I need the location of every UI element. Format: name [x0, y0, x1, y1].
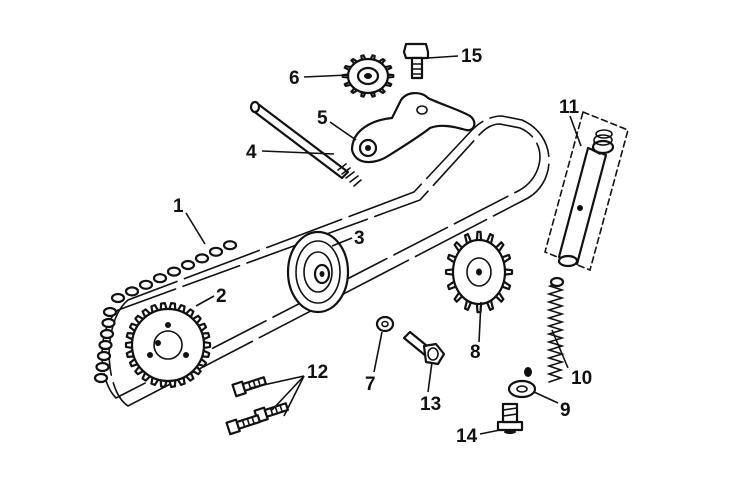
tensioner-cartridge	[544, 110, 629, 272]
tensioner-spring	[524, 276, 565, 383]
chain-link	[101, 317, 116, 329]
tensioner-plug	[496, 402, 524, 434]
chain-guide-roller	[286, 230, 350, 314]
leader-13	[427, 361, 433, 393]
chain-link	[208, 246, 224, 257]
sprocket-bolts	[225, 376, 290, 436]
callout-10: 10	[571, 368, 592, 389]
leader-12a	[249, 375, 305, 389]
callout-15: 15	[461, 46, 483, 67]
leader-2	[195, 295, 215, 307]
leader-9	[533, 391, 559, 404]
chain-links	[93, 240, 238, 384]
chain-link	[98, 339, 113, 351]
chain-link	[152, 273, 168, 284]
sealing-washer	[507, 379, 537, 399]
chain-link	[194, 253, 210, 264]
leader-7	[373, 331, 383, 373]
leader-12c	[283, 375, 305, 417]
callout-7: 7	[365, 374, 376, 395]
callout-14: 14	[456, 426, 478, 447]
arm-bolt	[402, 42, 430, 80]
tensioner-wheel	[341, 54, 395, 98]
cartridge-cap	[591, 129, 615, 155]
chain-link	[99, 328, 115, 340]
leader-11	[569, 115, 582, 147]
callout-11: 11	[559, 97, 580, 118]
leader-1	[185, 212, 206, 245]
chain-link	[124, 286, 140, 297]
timing-chain	[93, 115, 550, 407]
callout-12: 12	[307, 362, 328, 383]
chain-link	[138, 279, 154, 290]
tensioner-pivot-shaft	[249, 100, 362, 187]
callout-13: 13	[420, 394, 441, 415]
chain-link	[102, 306, 118, 318]
callout-2: 2	[216, 286, 227, 307]
leader-4	[261, 150, 335, 155]
crank-sprocket	[124, 302, 212, 388]
leader-8	[478, 301, 482, 343]
shoulder-bolt	[402, 330, 446, 366]
leader-15	[427, 55, 459, 59]
callout-5: 5	[317, 108, 328, 129]
chain-link	[93, 372, 109, 384]
callout-1: 1	[173, 196, 184, 217]
callout-9: 9	[560, 400, 571, 421]
callouts: 1 2 3 4 5 6 7 8 9 10 11 12 13 14 15	[173, 46, 592, 447]
callout-3: 3	[354, 228, 365, 249]
callout-4: 4	[246, 142, 257, 163]
callout-8: 8	[470, 342, 481, 363]
leader-3	[331, 237, 353, 247]
chain-link	[96, 350, 112, 362]
leader-10	[551, 329, 569, 369]
leader-lines	[185, 55, 582, 435]
callout-6: 6	[289, 68, 300, 89]
chain-link	[110, 292, 126, 304]
chain-link	[95, 361, 110, 373]
washer	[375, 315, 395, 333]
tensioner-arm	[350, 92, 476, 164]
chain-link	[166, 266, 182, 277]
cam-sprocket	[444, 230, 514, 314]
leader-6	[303, 74, 349, 78]
chain-link	[180, 259, 196, 271]
chain-link	[222, 240, 238, 251]
leader-12b	[271, 375, 305, 411]
leader-5	[329, 121, 357, 141]
leader-14	[479, 429, 501, 435]
